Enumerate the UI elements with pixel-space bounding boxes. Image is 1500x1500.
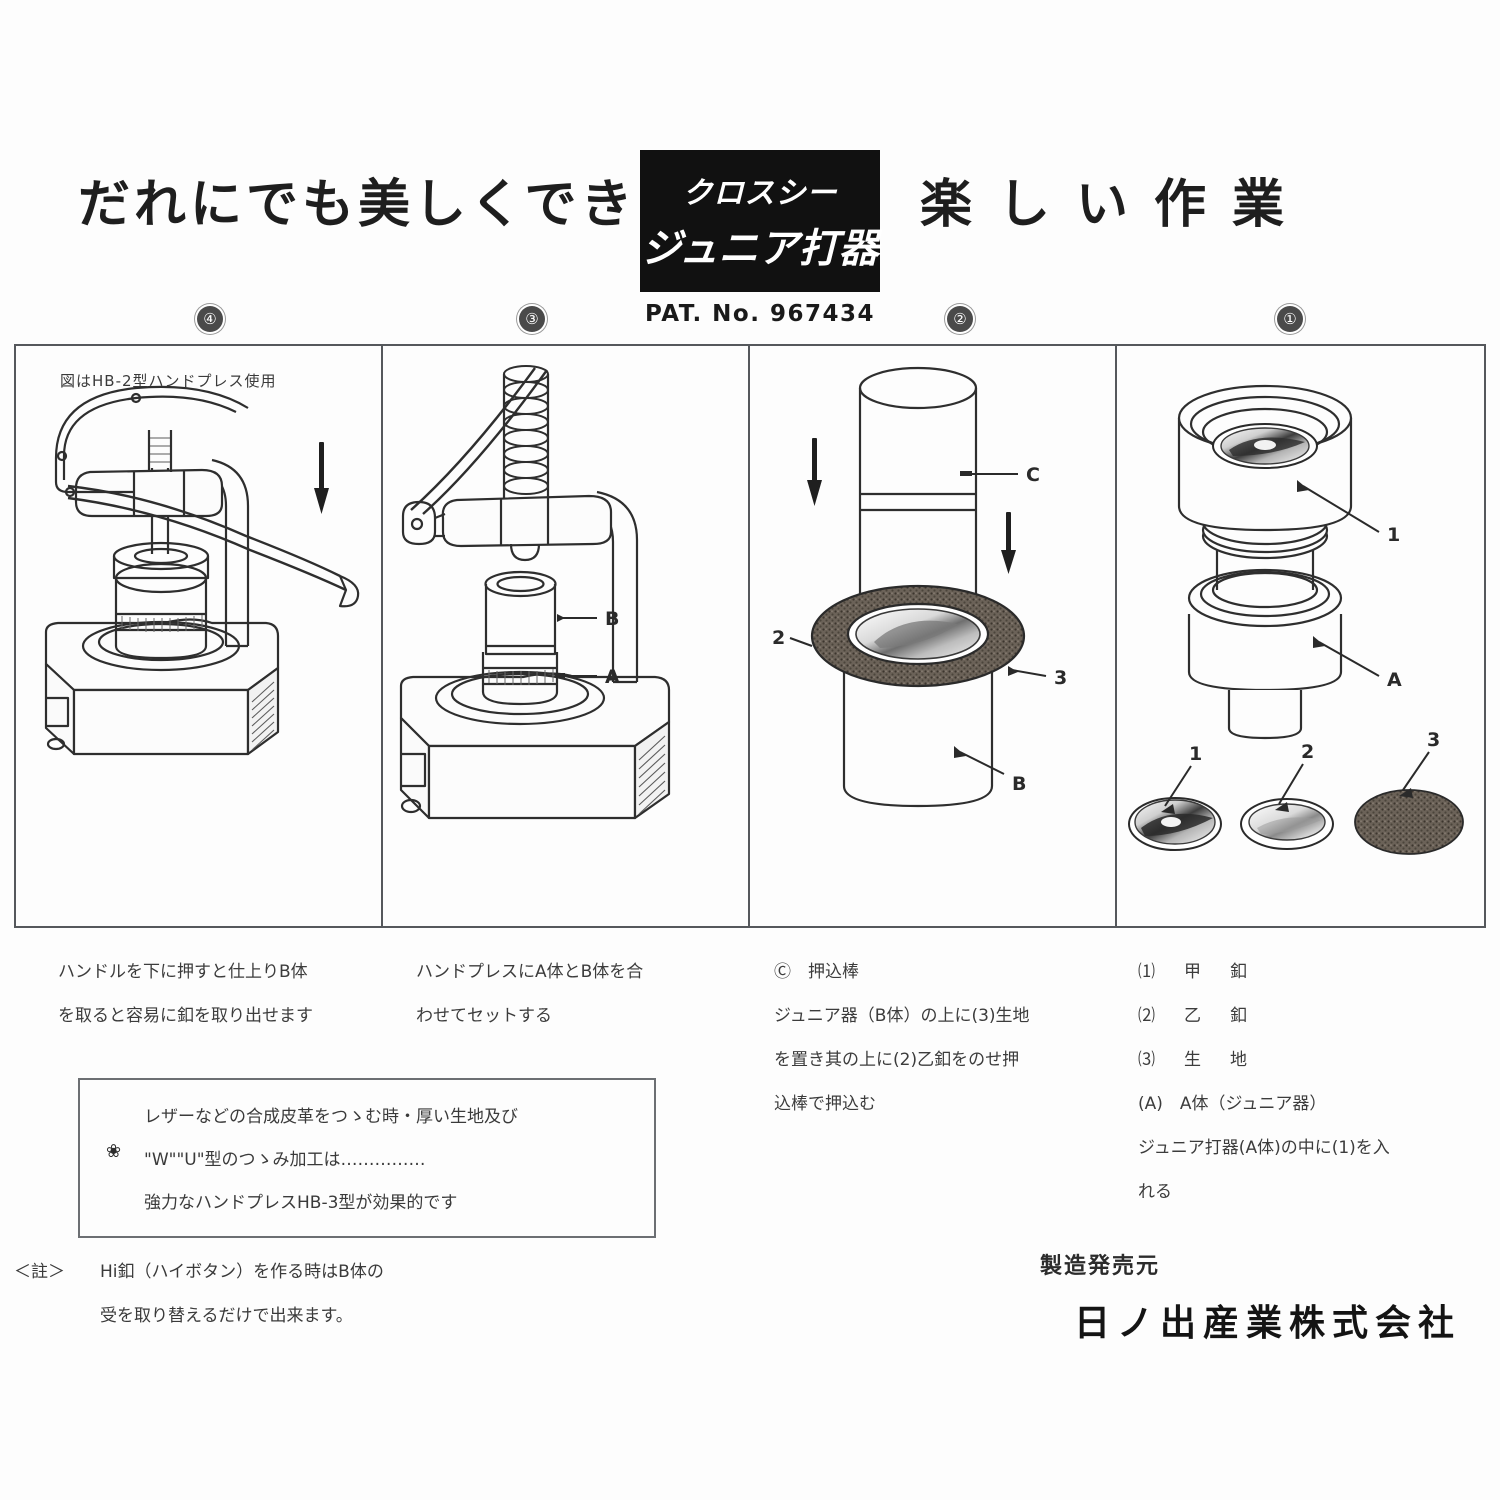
manufacturer-block: 製造発売元 日ノ出産業株式会社 <box>1040 1248 1460 1346</box>
flower-icon: ❀ <box>106 1141 122 1161</box>
panel-4-illustration <box>44 385 360 756</box>
part-fabric-disc <box>1354 789 1464 855</box>
caption-col-1: ⑴ 甲 釦 ⑵ 乙 釦 ⑶ 生 地 (A) A体（ジュニア器） ジュニア打器(A… <box>1118 950 1486 1214</box>
tip-box-lines: レザーなどの合成皮革をつゝむ時・厚い生地及び "W""U"型のつゝみ加工は………… <box>144 1096 644 1225</box>
down-arrow-icon <box>314 442 329 514</box>
manufacturer-name: 日ノ出産業株式会社 <box>1074 1303 1462 1344</box>
panel-3-illustration: B A <box>399 365 671 820</box>
caption-2-line-4: 込棒で押込む <box>774 1094 876 1114</box>
panel-3-label-b: B <box>605 608 619 630</box>
panel-2-label-2: 2 <box>772 627 785 649</box>
panel-1-leaders <box>1297 480 1380 677</box>
caption-2-line-3: を置き其の上に(2)乙釦をのせ押 <box>774 1050 1020 1070</box>
down-arrow-left-icon <box>807 438 822 506</box>
footnote-text-1: Hi釦（ハイボタン）を作る時はB体の <box>100 1262 384 1282</box>
footnote-label: ＜註＞ <box>14 1262 65 1282</box>
panel-2-label-3: 3 <box>1054 667 1067 689</box>
panel-2-label-c: C <box>1026 464 1040 486</box>
caption-2-line-1: Ⓒ 押込棒 <box>774 962 859 982</box>
footnote-line-1: ＜註＞ Hi釦（ハイボタン）を作る時はB体の <box>14 1250 654 1294</box>
panel-2-illustration: C 2 3 B <box>772 366 1067 808</box>
panel-2-pressing: C 2 3 B <box>750 346 1117 926</box>
panel-marker-3: ③ <box>519 306 545 332</box>
caption-1-line-4: (A) A体（ジュニア器） <box>1138 1094 1327 1114</box>
caption-1-line-2: ⑵ 乙 釦 <box>1138 1006 1253 1026</box>
panel-4-press-release: 図はHB-2型ハンドプレス使用 <box>16 346 383 926</box>
panel-1-label-a: A <box>1387 669 1402 691</box>
caption-1-line-6: れる <box>1138 1182 1172 1202</box>
caption-col-2: Ⓒ 押込棒 ジュニア器（B体）の上に(3)生地 を置き其の上に(2)乙釦をのせ押… <box>750 950 1118 1214</box>
panel-2-label-b: B <box>1012 773 1026 795</box>
logo-brand-name: クロスシー <box>682 176 838 211</box>
manufacturer-label: 製造発売元 <box>1040 1254 1161 1279</box>
logo-product-name: ジュニア打器 <box>641 226 879 272</box>
caption-4-line-2: を取ると容易に釦を取り出せます <box>58 1006 313 1026</box>
caption-1-line-5: ジュニア打器(A体)の中に(1)を入 <box>1138 1138 1390 1158</box>
panel-marker-1: ① <box>1277 306 1303 332</box>
tip-line-3: 強力なハンドプレスHB-3型が効果的です <box>144 1193 458 1213</box>
part-metal-button <box>1128 797 1222 851</box>
header: だれにでも美しくでき クロスシー ジュニア打器 PAT. No. 967434 … <box>0 140 1500 330</box>
caption-col-3: ハンドプレスにA体とB体を合 わせてセットする <box>382 950 750 1214</box>
caption-1-line-3: ⑶ 生 地 <box>1138 1050 1253 1070</box>
seated-button <box>1212 423 1318 469</box>
caption-3-line-1: ハンドプレスにA体とB体を合 <box>416 962 644 982</box>
panel-marker-2: ② <box>947 306 973 332</box>
caption-3-line-2: わせてセットする <box>416 1006 552 1026</box>
panel-1-part-leaders <box>1161 751 1430 814</box>
panel-4-note: 図はHB-2型ハンドプレス使用 <box>60 372 277 390</box>
part-label-1: 1 <box>1189 743 1202 765</box>
part-label-2: 2 <box>1301 741 1314 763</box>
panel-3-leaders <box>555 614 597 678</box>
down-arrow-right-icon <box>1001 512 1016 574</box>
footnote-line-2: 受を取り替えるだけで出来ます。 <box>100 1306 353 1326</box>
panel-marker-4: ④ <box>197 306 223 332</box>
panel-3-label-a: A <box>605 666 620 688</box>
part-label-3: 3 <box>1427 729 1440 751</box>
tip-line-2: "W""U"型のつゝみ加工は…………… <box>144 1150 426 1170</box>
caption-1-line-1: ⑴ 甲 釦 <box>1138 962 1253 982</box>
tip-line-1: レザーなどの合成皮革をつゝむ時・厚い生地及び <box>144 1107 518 1127</box>
tip-box: ❀ レザーなどの合成皮革をつゝむ時・厚い生地及び "W""U"型のつゝみ加工は…… <box>78 1078 656 1238</box>
panel-1-parts: 1 A <box>1117 346 1484 926</box>
caption-2-line-2: ジュニア器（B体）の上に(3)生地 <box>774 1006 1030 1026</box>
headline-right: 楽しい作業 <box>920 175 1311 235</box>
brand-logo: クロスシー ジュニア打器 PAT. No. 967434 <box>640 150 880 327</box>
panel-3-press-setup: B A <box>383 346 750 926</box>
panel-1-illustration: 1 A <box>1128 384 1464 855</box>
panel-1-label-1: 1 <box>1387 524 1400 546</box>
caption-row: ハンドルを下に押すと仕上りB体 を取ると容易に釦を取り出せます ハンドプレスにA… <box>14 950 1486 1214</box>
logo-box: クロスシー ジュニア打器 <box>640 150 880 292</box>
fabric-ring <box>810 584 1026 688</box>
caption-col-4: ハンドルを下に押すと仕上りB体 を取ると容易に釦を取り出せます <box>14 950 382 1214</box>
patent-number: PAT. No. 967434 <box>644 301 876 327</box>
panel-2-leaders <box>789 471 1047 775</box>
footnote: ＜註＞ Hi釦（ハイボタン）を作る時はB体の 受を取り替えるだけで出来ます。 <box>14 1250 654 1338</box>
caption-4-line-1: ハンドルを下に押すと仕上りB体 <box>58 962 308 982</box>
headline-left: だれにでも美しくでき <box>78 175 637 235</box>
panel-strip: 図はHB-2型ハンドプレス使用 <box>14 344 1486 928</box>
